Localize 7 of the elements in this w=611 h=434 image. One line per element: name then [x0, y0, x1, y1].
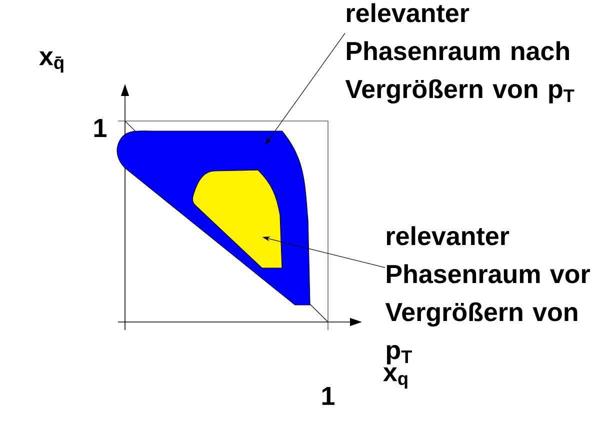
annotation-text: relevanter Phasenraum vor Vergrößern von p$_{T}$ [385, 226, 590, 364]
axis-label: x$_{q}$ [383, 367, 408, 389]
phase-space-region [192, 170, 282, 268]
tick-label: 1 [322, 387, 334, 405]
tick-label: 1 [94, 119, 107, 137]
annotation-text: relevanter Phasenraum nach Vergrößern von p$_{T}$ [345, 3, 574, 104]
axis-label: x$_{q̄}$ [39, 51, 64, 73]
